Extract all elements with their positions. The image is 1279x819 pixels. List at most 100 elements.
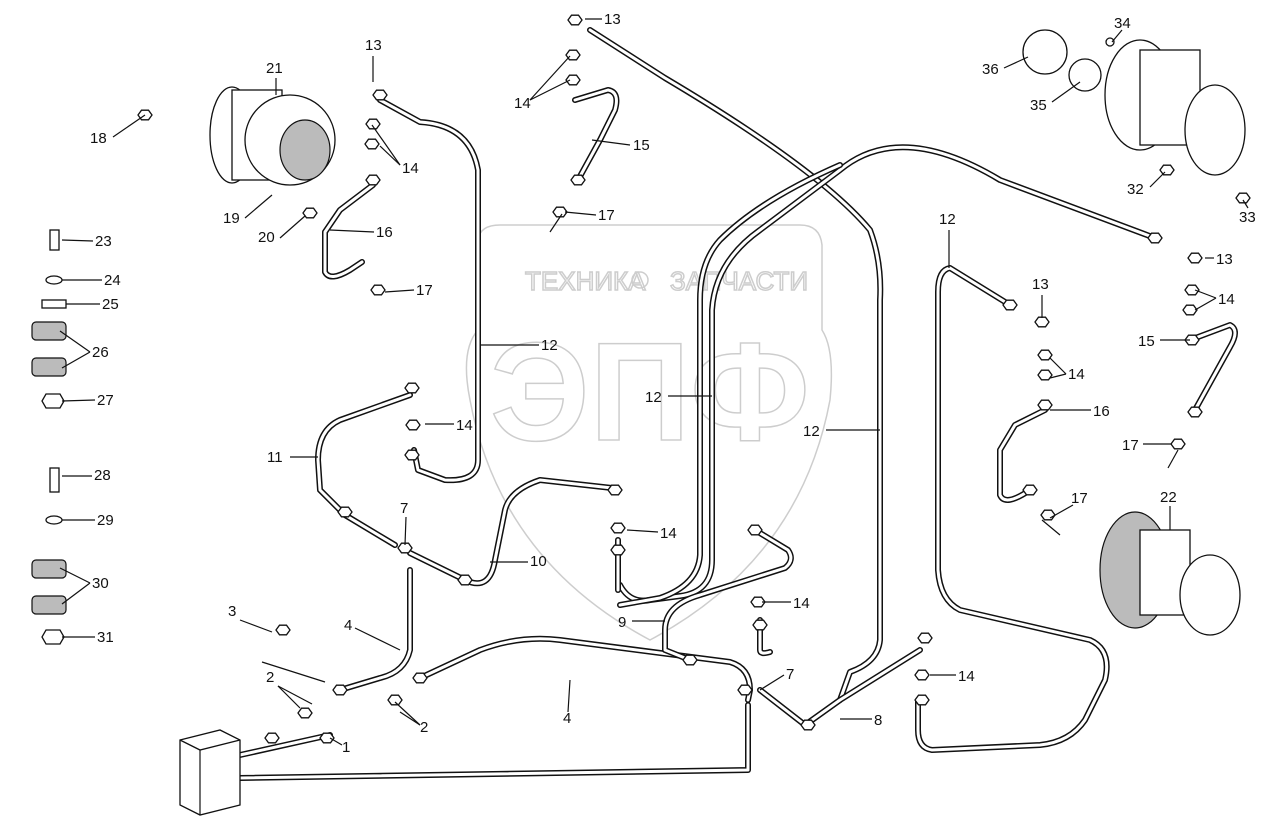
callout-36: 36 — [982, 61, 999, 78]
callout-13: 13 — [604, 11, 621, 28]
leader-line — [384, 289, 415, 293]
callout-13: 13 — [365, 37, 382, 54]
tube-bore — [1188, 323, 1237, 412]
hex-fitting — [365, 118, 381, 130]
hex-fitting — [570, 174, 586, 186]
hex-fitting — [552, 206, 568, 218]
tube-bore — [408, 478, 614, 585]
callout-4: 4 — [344, 617, 352, 634]
hex-fitting — [397, 542, 413, 554]
hex-fitting — [405, 419, 421, 431]
hex-fitting — [1040, 509, 1056, 521]
tube-bore — [758, 618, 772, 655]
leader-line — [394, 701, 421, 726]
leader-line — [61, 582, 91, 605]
callout-15: 15 — [1138, 333, 1155, 350]
callout-33: 33 — [1239, 209, 1256, 226]
callout-17: 17 — [1122, 437, 1139, 454]
leader-line — [61, 351, 91, 369]
hex-fitting — [1235, 192, 1251, 204]
hex-fitting — [1147, 232, 1163, 244]
callout-19: 19 — [223, 210, 240, 227]
hex-fitting — [1182, 304, 1198, 316]
callout-27: 27 — [97, 392, 114, 409]
hex-fitting — [567, 14, 583, 26]
hex-fitting — [387, 694, 403, 706]
clamp-set-upper — [31, 229, 67, 409]
leader-line — [1049, 504, 1074, 519]
callout-17: 17 — [598, 207, 615, 224]
leader-line — [1167, 449, 1179, 469]
hex-fitting — [914, 694, 930, 706]
hex-fitting — [1159, 164, 1175, 176]
callout-35: 35 — [1030, 97, 1047, 114]
callout-9: 9 — [618, 614, 626, 631]
hex-fitting — [1187, 252, 1203, 264]
callout-8: 8 — [874, 712, 882, 729]
callout-25: 25 — [102, 296, 119, 313]
leader-line — [591, 139, 631, 146]
hex-fitting — [302, 207, 318, 219]
callout-20: 20 — [258, 229, 275, 246]
leader-line — [567, 679, 571, 713]
leader-line — [626, 529, 659, 533]
tube-bore — [238, 733, 332, 757]
callout-14: 14 — [456, 417, 473, 434]
hex-fitting — [914, 669, 930, 681]
callout-16: 16 — [1093, 403, 1110, 420]
leader-line — [1194, 297, 1217, 311]
hex-fitting — [565, 74, 581, 86]
callout-24: 24 — [104, 272, 121, 289]
leader-line — [759, 674, 785, 691]
leader-line — [244, 194, 273, 219]
leader-line — [1049, 373, 1067, 379]
hex-fitting — [750, 596, 766, 608]
hex-fitting — [365, 174, 381, 186]
callout-4: 4 — [563, 710, 571, 727]
hex-fitting — [1037, 399, 1053, 411]
tube-bore — [998, 408, 1047, 502]
leader-line — [277, 685, 313, 705]
leader-line — [1003, 56, 1029, 69]
callout-12: 12 — [645, 389, 662, 406]
tube-outline — [237, 702, 751, 781]
leader-line — [399, 711, 421, 726]
leader-line — [61, 239, 94, 242]
callout-26: 26 — [92, 344, 109, 361]
hex-fitting — [404, 449, 420, 461]
callout-14: 14 — [1068, 366, 1085, 383]
hex-fitting — [364, 138, 380, 150]
valve-block — [179, 729, 241, 816]
callout-3: 3 — [228, 603, 236, 620]
leader-line — [1242, 199, 1249, 209]
hex-fitting — [1170, 438, 1186, 450]
hex-fitting — [737, 684, 753, 696]
leader-line — [329, 229, 375, 233]
leader-line — [239, 619, 273, 633]
tube-bore — [378, 98, 480, 482]
watermark-text-left: ТЕХНИКА — [525, 266, 646, 296]
leader-line — [279, 215, 306, 239]
watermark-logo: ЭПФ — [490, 313, 810, 470]
leader-lines — [59, 18, 1249, 746]
tube-bore — [618, 163, 842, 607]
callout-30: 30 — [92, 575, 109, 592]
callout-32: 32 — [1127, 181, 1144, 198]
leader-line — [329, 737, 343, 746]
leader-line — [61, 399, 96, 402]
callout-14: 14 — [514, 95, 531, 112]
leader-line — [261, 661, 326, 683]
hex-fitting — [457, 574, 473, 586]
hex-fitting — [264, 732, 280, 744]
watermark-text-right: ЗАПЧАСТИ — [670, 266, 808, 296]
leader-line — [529, 79, 571, 101]
callout-17: 17 — [416, 282, 433, 299]
hex-fitting — [404, 382, 420, 394]
tube-bore — [663, 528, 793, 662]
hex-fitting — [337, 506, 353, 518]
callout-21: 21 — [266, 60, 283, 77]
callout-2: 2 — [420, 719, 428, 736]
hex-fitting — [1022, 484, 1038, 496]
leader-line — [564, 211, 597, 216]
